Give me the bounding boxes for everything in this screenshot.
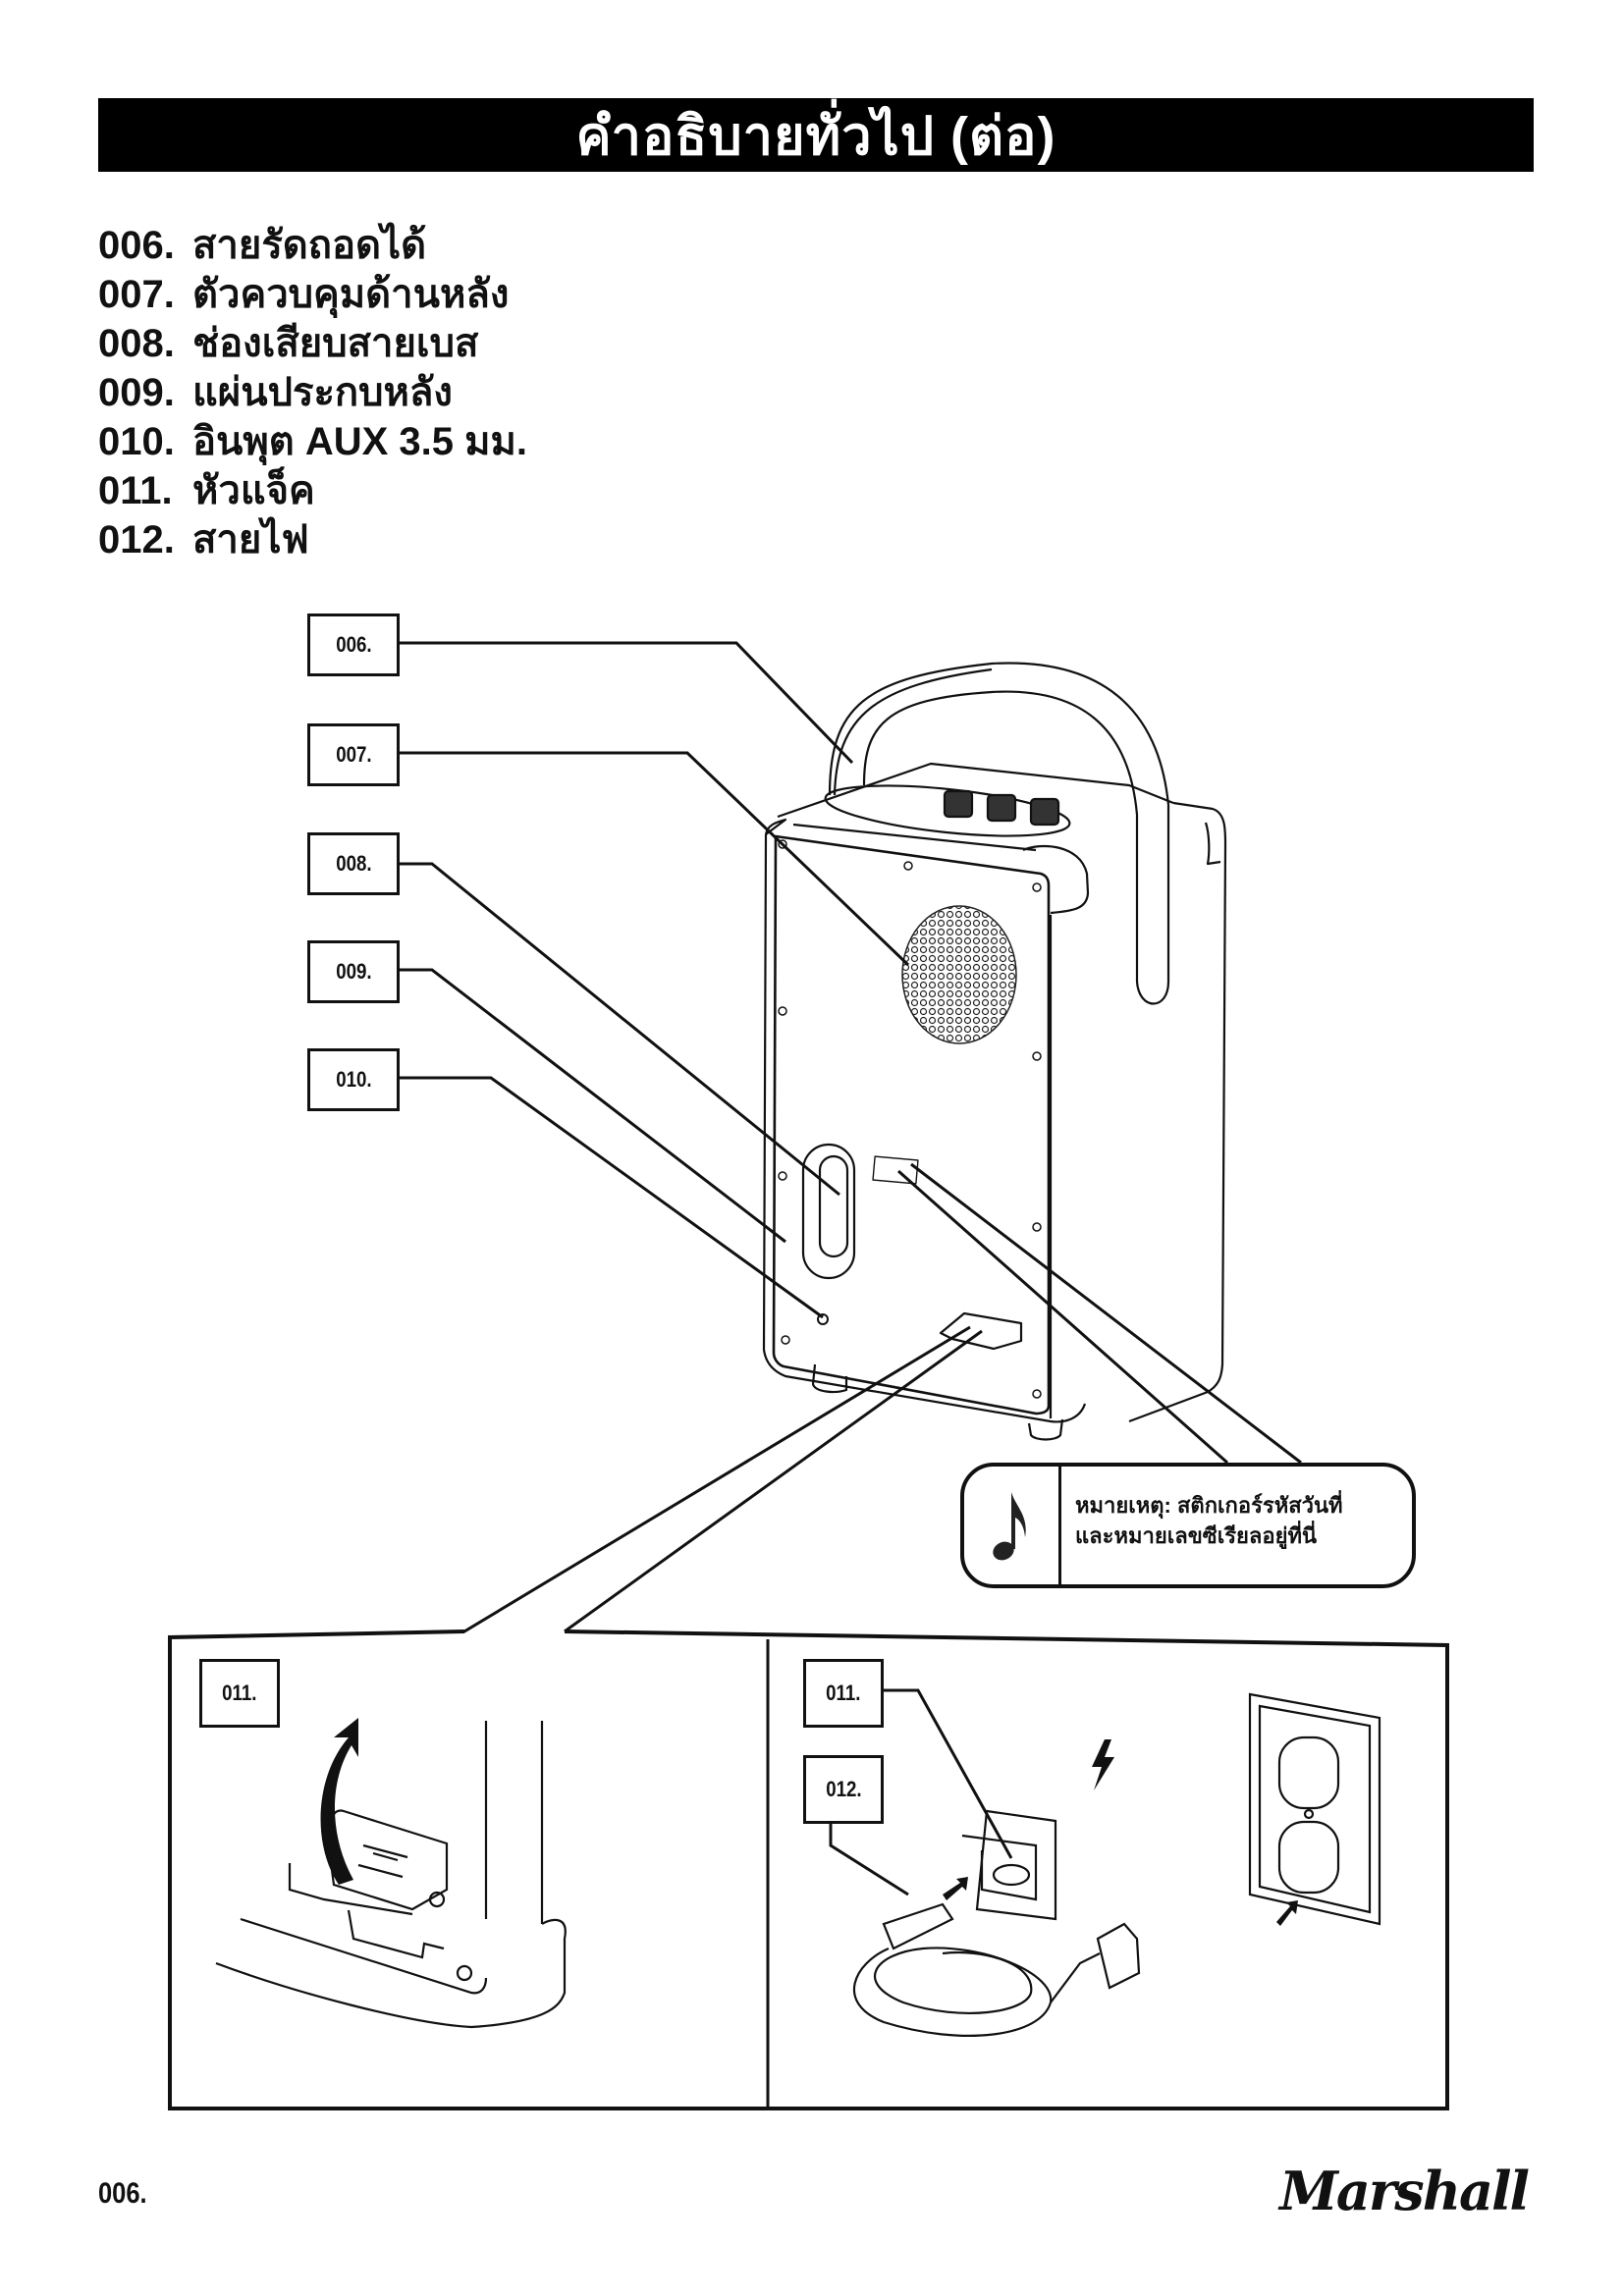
callout-007: 007. [307,723,400,786]
part-number: 006. [98,224,175,267]
part-number: 008. [98,322,175,365]
parts-list-item: 012. สายไฟ [98,515,527,564]
callout-012: 012. [803,1755,884,1824]
parts-list-item: 009. แผ่นประกบหลัง [98,368,527,417]
leader-line-012 [829,1818,909,1896]
c8-inlet [992,1863,1031,1887]
power-inlet [939,1311,1023,1351]
page-title: คำอธิบายทั่วไป (ต่อ) [575,106,1056,166]
serial-sticker [872,1155,919,1185]
callout-010: 010. [307,1048,400,1111]
part-number: 007. [98,273,175,316]
part-label: ช่องเสียบสายเบส [192,322,479,365]
zoom-line-right [564,1329,983,1633]
power-bolt-icon [1092,1739,1114,1790]
speaker-grille [901,905,1017,1044]
screws [778,839,1042,1399]
rear-panel-plate [772,834,1051,1415]
note-line-1: หมายเหตุ: สติกเกอร์รหัสวันที่ [1075,1493,1343,1518]
leader-line-006 [400,641,854,765]
part-number: 010. [98,420,175,463]
jack-flip-detail [215,1721,567,2029]
music-note-icon [993,1492,1026,1561]
callout-006: 006. [307,614,400,676]
wall-outlet [1248,1692,1381,1926]
callout-011-right: 011. [803,1659,884,1728]
leader-line-010 [400,1076,824,1319]
note-pointer-right [910,1162,1302,1465]
callout-008: 008. [307,832,400,895]
leader-line-009 [400,968,786,1244]
leader-line-007 [400,751,910,967]
part-label: สายไฟ [192,518,309,561]
strap-handle [828,662,1170,1005]
part-label: แผ่นประกบหลัง [192,371,453,414]
part-number: 009. [98,371,175,414]
part-number: 012. [98,518,175,561]
speaker-top [777,762,1174,819]
leader-line-011 [872,1688,1013,1859]
control-panel-recess [824,784,1071,837]
insert-arrow-icon [1276,1900,1298,1926]
part-label: หัวแจ็ค [192,469,315,512]
detail-panel-frame [168,1629,1449,2110]
callout-009: 009. [307,940,400,1003]
rear-control-knobs [943,789,1060,827]
leader-line-008 [400,862,840,1197]
bass-port [801,1143,856,1280]
insert-arrow-icon [943,1877,968,1900]
note-line-2: และหมายเลขซีเรียลอยู่ที่นี่ [1075,1523,1318,1548]
note-pointer-left [897,1169,1228,1465]
parts-list: 006. สายรัดถอดได้ 007. ตัวควบคุมด้านหลัง 0… [98,221,527,564]
note-box: หมายเหตุ: สติกเกอร์รหัสวันที่ และหมายเลข… [960,1463,1416,1588]
aux-input [817,1313,829,1325]
us-plug [1096,1922,1141,1990]
parts-list-item: 008. ช่องเสียบสายเบส [98,319,527,368]
part-label: อินพุต AUX 3.5 มม. [192,420,527,463]
callout-011-left: 011. [199,1659,280,1728]
part-label: สายรัดถอดได้ [192,224,427,267]
part-number: 011. [98,469,173,512]
brand-logo: Marshall [1279,2160,1530,2222]
page-number: 006. [98,2177,147,2210]
power-cord-detail [829,1688,1381,2037]
speaker-frame [762,818,1087,1423]
parts-list-item: 010. อินพุต AUX 3.5 มม. [98,417,527,466]
parts-list-item: 007. ตัวควบคุมด้านหลัง [98,270,527,319]
part-label: ตัวควบคุมด้านหลัง [192,273,510,316]
speaker-side [1128,801,1227,1423]
parts-list-item: 006. สายรัดถอดได้ [98,221,527,270]
parts-list-item: 011. หัวแจ็ค [98,466,527,515]
page-title-bar: คำอธิบายทั่วไป (ต่อ) [98,98,1534,172]
flip-up-arrow-icon [320,1718,358,1885]
zoom-line-left [169,1325,971,1639]
